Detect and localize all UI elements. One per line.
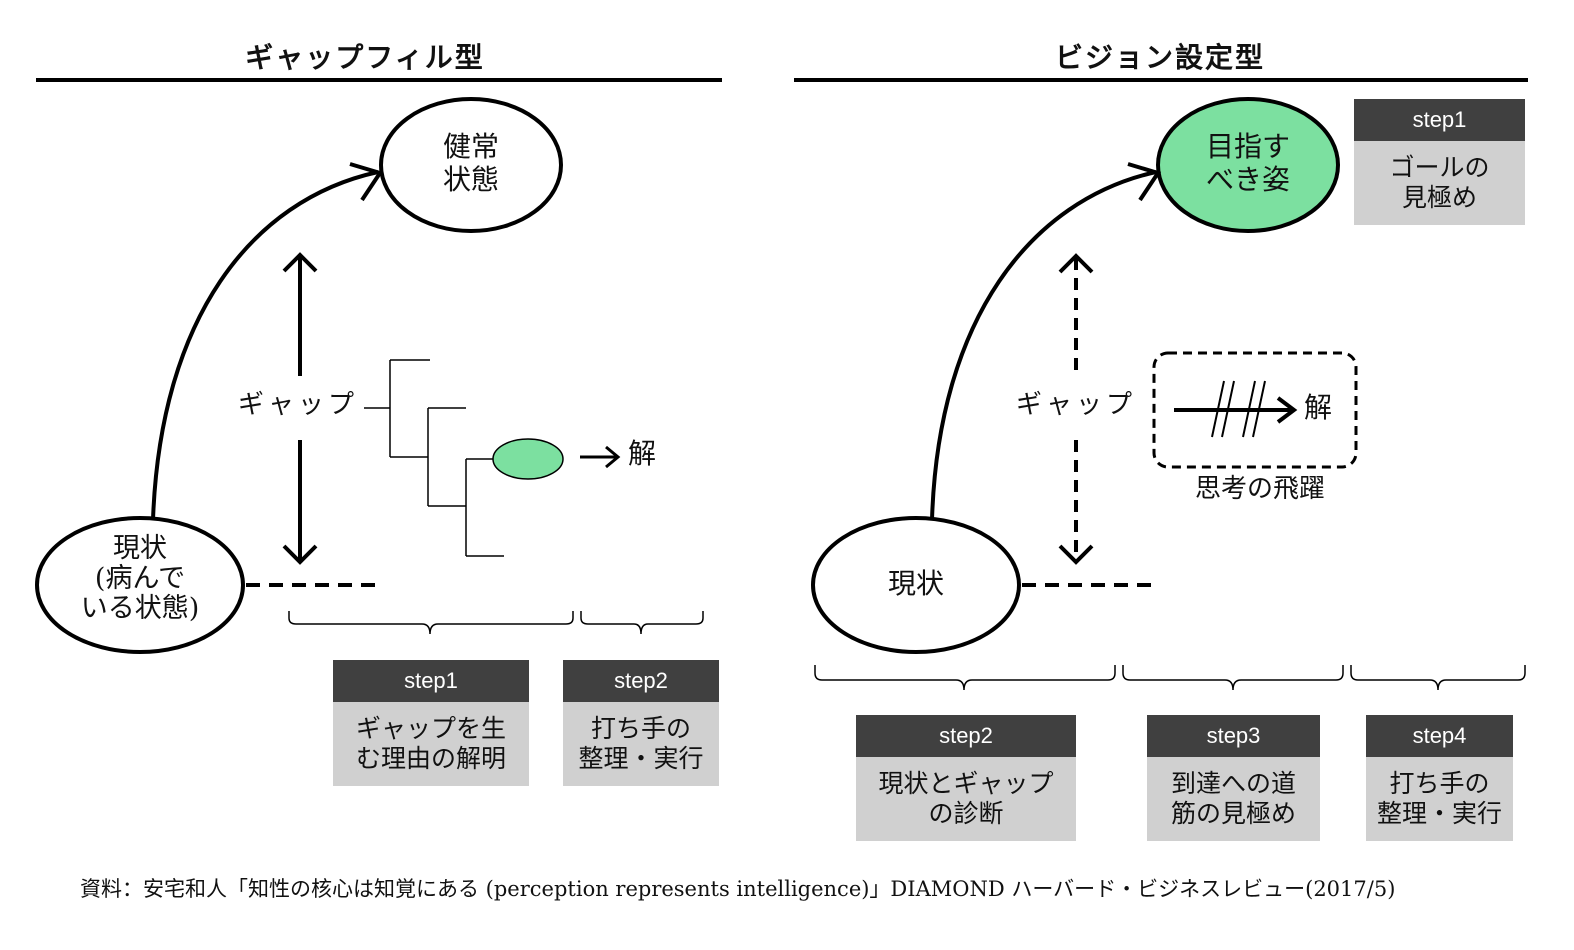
right-brace-step3 [1122, 665, 1344, 691]
right-goal-label: 目指す べき姿 [1205, 130, 1290, 197]
leap-box [1152, 351, 1358, 469]
right-gap-arrowhead-up [1058, 253, 1094, 274]
right-step4-head: step4 [1366, 715, 1513, 757]
right-goal-ellipse [1156, 97, 1340, 233]
right-solution-label: 解 [1304, 391, 1333, 424]
left-gap-arrowhead-up [282, 252, 318, 273]
left-brace-step2 [580, 611, 704, 635]
right-progress-arrowhead [1127, 162, 1162, 202]
right-step3-body: 到達への道 筋の見極め [1147, 757, 1320, 841]
left-solution-label: 解 [628, 437, 657, 470]
leap-label: 思考の飛躍 [1194, 474, 1325, 504]
right-step4-body: 打ち手の 整理・実行 [1366, 757, 1513, 841]
left-step2-body: 打ち手の 整理・実行 [563, 702, 719, 786]
left-step1-head: step1 [333, 660, 529, 702]
left-goal-label: 健常 状態 [442, 130, 499, 197]
left-step1-body: ギャップを生 む理由の解明 [333, 702, 529, 786]
left-progress-curve [151, 170, 379, 521]
right-current-ellipse [811, 516, 1021, 654]
left-brace-step1 [288, 611, 574, 635]
leap-break-marks [1211, 380, 1266, 438]
right-gap-arrowhead-down [1058, 544, 1094, 565]
left-gap-arrowhead-down [282, 544, 318, 565]
right-brace-step2 [814, 665, 1116, 691]
right-panel-title: ビジョン設定型 [1054, 41, 1265, 74]
right-current-label: 現状 [887, 567, 944, 600]
left-current-label: 現状 (病んで いる状態) [80, 533, 200, 625]
left-goal-ellipse [379, 97, 563, 233]
left-progress-arrowhead [349, 162, 384, 202]
right-progress-curve [930, 170, 1157, 521]
left-tree-highlight-node [492, 438, 564, 480]
left-panel-title: ギャップフィル型 [245, 41, 485, 74]
left-solution-arrowhead [605, 445, 621, 469]
right-step2-body: 現状とギャップ の診断 [856, 757, 1076, 841]
left-step2-head: step2 [563, 660, 719, 702]
right-gap-label: ギャップ [1016, 390, 1137, 420]
right-goal-step-head: step1 [1354, 99, 1525, 141]
right-goal-step-body: ゴールの 見極め [1354, 141, 1525, 225]
source-citation: 資料：安宅和人「知性の核心は知覚にある (perception represen… [80, 877, 1396, 901]
left-logic-tree [364, 359, 504, 557]
leap-arrowhead [1276, 396, 1298, 424]
left-current-ellipse [35, 516, 245, 654]
left-gap-label: ギャップ [238, 390, 359, 420]
right-step3-head: step3 [1147, 715, 1320, 757]
right-brace-step4 [1350, 665, 1526, 691]
right-step2-head: step2 [856, 715, 1076, 757]
